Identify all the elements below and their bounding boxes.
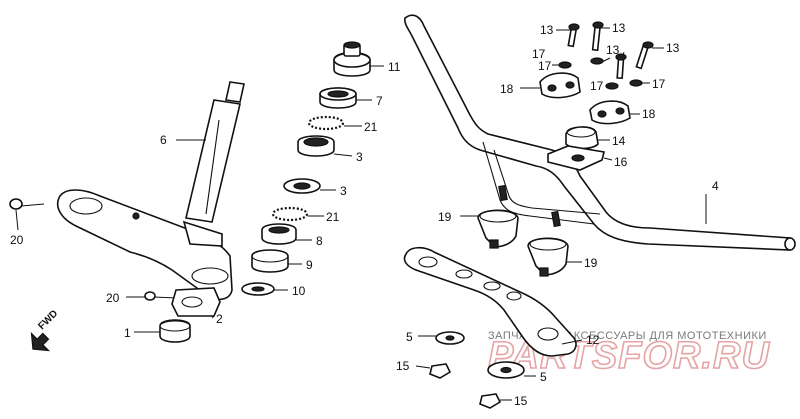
callout-21: 21	[326, 210, 340, 224]
callout-17: 17	[652, 77, 666, 91]
callout-7: 7	[376, 94, 383, 108]
callout-17: 17	[538, 59, 552, 73]
callout-19: 19	[584, 256, 598, 270]
callout-6: 6	[160, 133, 167, 147]
damper-part-14	[565, 126, 599, 150]
callout-8: 8	[316, 234, 323, 248]
callout-14: 14	[612, 134, 626, 148]
callout-13: 13	[612, 21, 626, 35]
callout-13: 13	[606, 43, 620, 57]
callout-2: 2	[216, 312, 223, 326]
callout-20: 20	[106, 291, 120, 305]
callout-labels: 13 13 13 13 17 17 17 17 18 18 14 16 4 19…	[10, 21, 719, 408]
callout-4: 4	[712, 179, 719, 193]
callout-20: 20	[10, 233, 24, 247]
nut-part-1	[159, 319, 191, 343]
callout-5: 5	[540, 370, 547, 384]
handlebar-part-4	[404, 14, 796, 251]
callout-15: 15	[514, 394, 528, 408]
callout-16: 16	[614, 155, 628, 169]
callout-13: 13	[666, 41, 680, 55]
callout-21: 21	[364, 120, 378, 134]
callout-15: 15	[396, 359, 410, 373]
callout-10: 10	[292, 284, 306, 298]
callout-18: 18	[500, 82, 514, 96]
callout-17: 17	[590, 79, 604, 93]
callout-5: 5	[406, 330, 413, 344]
callout-1: 1	[124, 326, 131, 340]
fwd-label: FWD	[36, 308, 60, 332]
callout-3: 3	[340, 184, 347, 198]
washers-part-5	[435, 331, 525, 379]
callout-9: 9	[306, 258, 313, 272]
leader-lines	[15, 27, 707, 401]
bolts-part-20	[9, 198, 177, 301]
top-bridge-part-12	[403, 246, 577, 357]
nuts-part-15	[429, 363, 502, 409]
steering-bearing-stack	[241, 41, 371, 296]
upper-holders-part-18	[539, 72, 631, 125]
callout-13: 13	[540, 23, 554, 37]
callout-3: 3	[356, 150, 363, 164]
steering-stem-part-6	[185, 81, 245, 223]
callout-18: 18	[642, 107, 656, 121]
lower-bridge	[56, 189, 233, 301]
clamp-part-2	[171, 287, 221, 317]
clamp-bolts-part-13	[567, 21, 654, 80]
callout-19: 19	[438, 210, 452, 224]
plate-part-16	[547, 145, 605, 171]
callout-11: 11	[388, 60, 401, 74]
fwd-arrow: FWD	[30, 308, 60, 352]
lower-holders-part-19	[477, 209, 569, 277]
callout-17: 17	[532, 47, 546, 61]
callout-12: 12	[586, 333, 600, 347]
